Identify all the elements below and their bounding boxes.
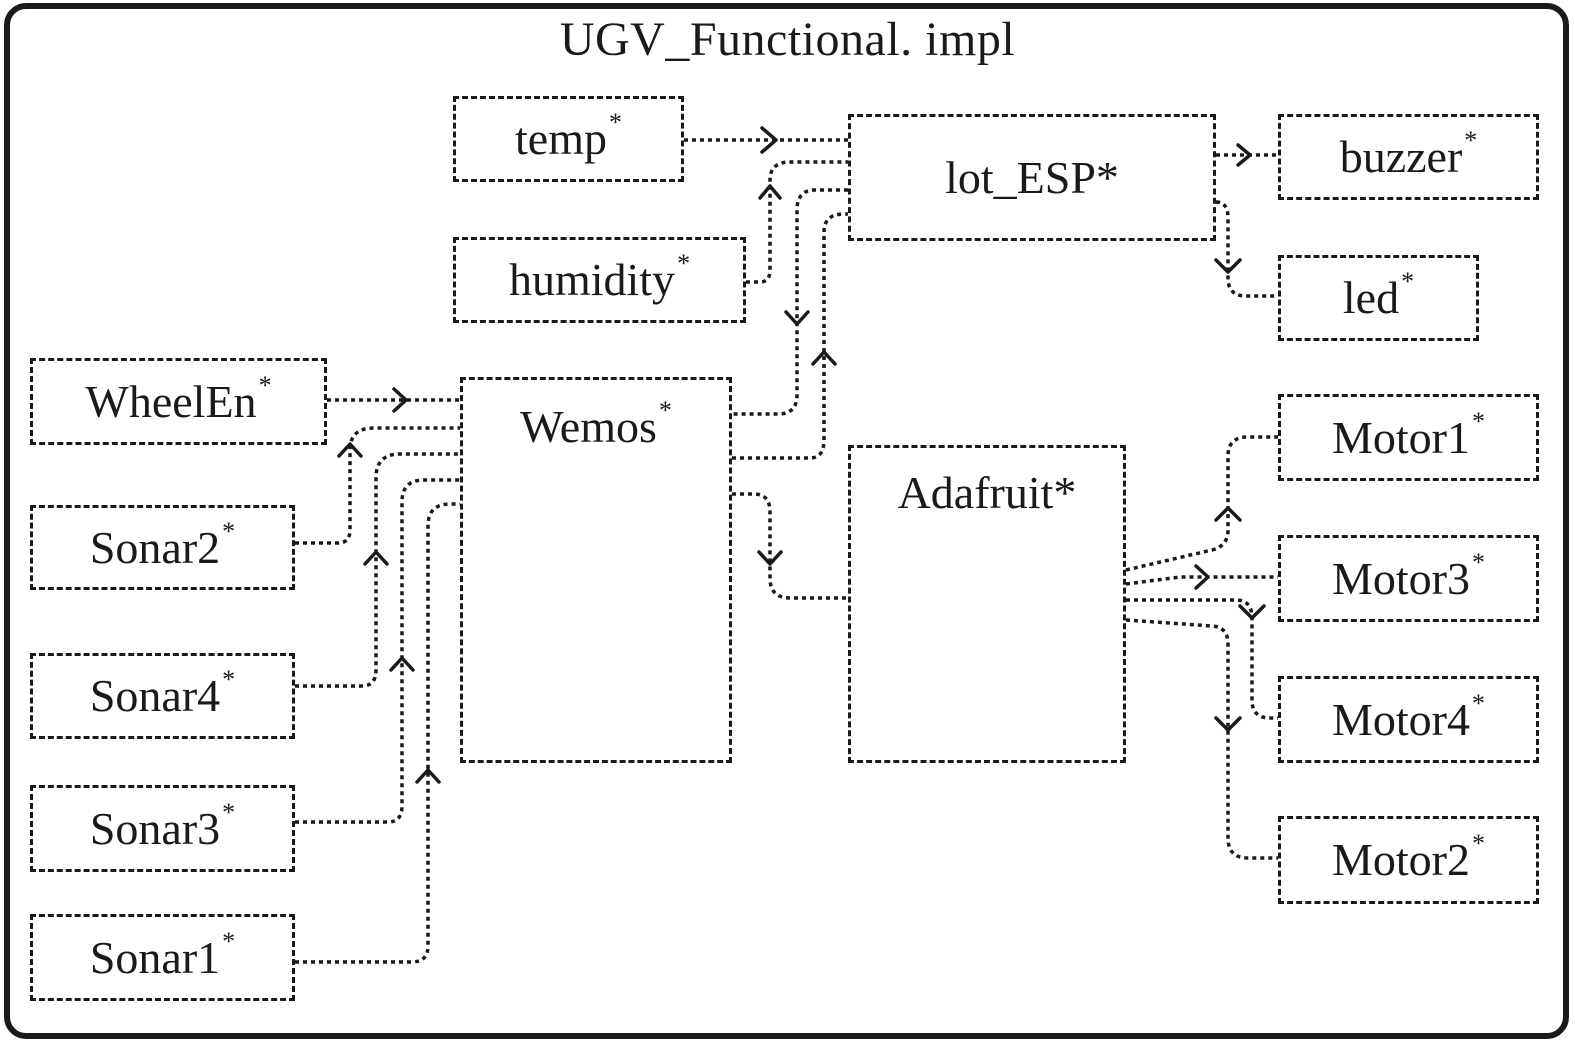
node-led: led*	[1278, 255, 1479, 341]
link-sonar1-to-wemos	[295, 502, 460, 964]
arrow-sonar4-to-wemos	[363, 550, 389, 566]
node-motor3-label: Motor3*	[1332, 547, 1485, 604]
arrow-wemos-to-wheelen	[392, 387, 408, 413]
node-sonar1: Sonar1*	[30, 914, 295, 1001]
link-iot-esp-to-wemos	[732, 188, 848, 416]
arrow-adafruit-to-motor1	[1214, 506, 1242, 522]
arrow-humidity-to-iot-esp	[758, 184, 782, 200]
node-adafruit-label: Adafruit*	[897, 467, 1077, 518]
node-motor1: Motor1*	[1278, 394, 1539, 481]
node-wemos-label: Wemos*	[520, 396, 672, 452]
arrow-sonar1-to-wemos	[415, 768, 441, 784]
node-motor3: Motor3*	[1278, 535, 1539, 622]
node-sonar3: Sonar3*	[30, 785, 295, 872]
arrow-iot-esp-to-buzzer	[1236, 143, 1252, 167]
node-motor2-label: Motor2*	[1332, 829, 1485, 885]
node-sonar2: Sonar2*	[30, 505, 295, 590]
link-sonar4-to-wemos	[295, 452, 460, 688]
diagram-title: UGV_Functional. impl	[559, 13, 1016, 66]
node-iot-esp: lot_ESP*	[848, 114, 1216, 241]
node-sonar4-label: Sonar4*	[89, 665, 236, 721]
node-wheelen: WheelEn*	[30, 358, 327, 445]
node-motor2: Motor2*	[1278, 816, 1539, 904]
arrow-adafruit-to-motor3	[1194, 564, 1210, 590]
arrow-wemos-to-iot-esp	[811, 350, 837, 366]
arrow-iot-esp-to-led	[1214, 258, 1242, 274]
link-sonar2-to-wemos	[295, 426, 460, 545]
diagram-frame	[4, 3, 1569, 1039]
node-humidity-label: humidity*	[508, 249, 691, 305]
link-wemos-to-iot-esp	[732, 212, 848, 460]
arrow-temp-to-iot-esp	[760, 126, 778, 154]
link-sonar3-to-wemos	[295, 478, 460, 824]
node-temp: temp*	[453, 96, 684, 182]
node-adafruit: Adafruit*	[848, 445, 1126, 763]
link-iot-esp-to-led	[1215, 200, 1278, 298]
node-led-label: led*	[1342, 267, 1415, 323]
node-buzzer-label: buzzer*	[1339, 126, 1478, 182]
arrow-sonar2-to-wemos	[337, 442, 363, 458]
arrow-wemos-to-adafruit	[757, 550, 783, 566]
link-adafruit-to-motor3	[1125, 575, 1278, 586]
link-adafruit-to-motor1	[1125, 435, 1278, 572]
arrow-sonar3-to-wemos	[389, 656, 415, 672]
arrow-adafruit-to-motor2	[1214, 716, 1242, 732]
node-buzzer: buzzer*	[1278, 114, 1539, 200]
node-humidity: humidity*	[453, 237, 746, 323]
node-sonar3-label: Sonar3*	[89, 797, 236, 854]
node-iot-esp-label: lot_ESP*	[945, 151, 1119, 203]
node-motor4-label: Motor4*	[1332, 688, 1485, 745]
arrow-iot-esp-to-wemos	[784, 310, 810, 326]
node-wheelen-label: WheelEn*	[85, 370, 272, 427]
node-sonar2-label: Sonar2*	[89, 516, 236, 573]
node-temp-label: temp*	[515, 108, 622, 164]
node-sonar4: Sonar4*	[30, 653, 295, 739]
node-motor1-label: Motor1*	[1332, 406, 1485, 463]
link-humidity-to-iot-esp	[746, 160, 848, 284]
node-sonar1-label: Sonar1*	[89, 926, 236, 983]
link-adafruit-to-motor2	[1125, 618, 1278, 860]
link-adafruit-to-motor4	[1126, 598, 1278, 720]
link-wemos-to-adafruit	[732, 492, 848, 600]
arrow-adafruit-to-motor4	[1238, 604, 1266, 620]
node-wemos: Wemos*	[460, 377, 732, 763]
node-motor4: Motor4*	[1278, 676, 1539, 763]
